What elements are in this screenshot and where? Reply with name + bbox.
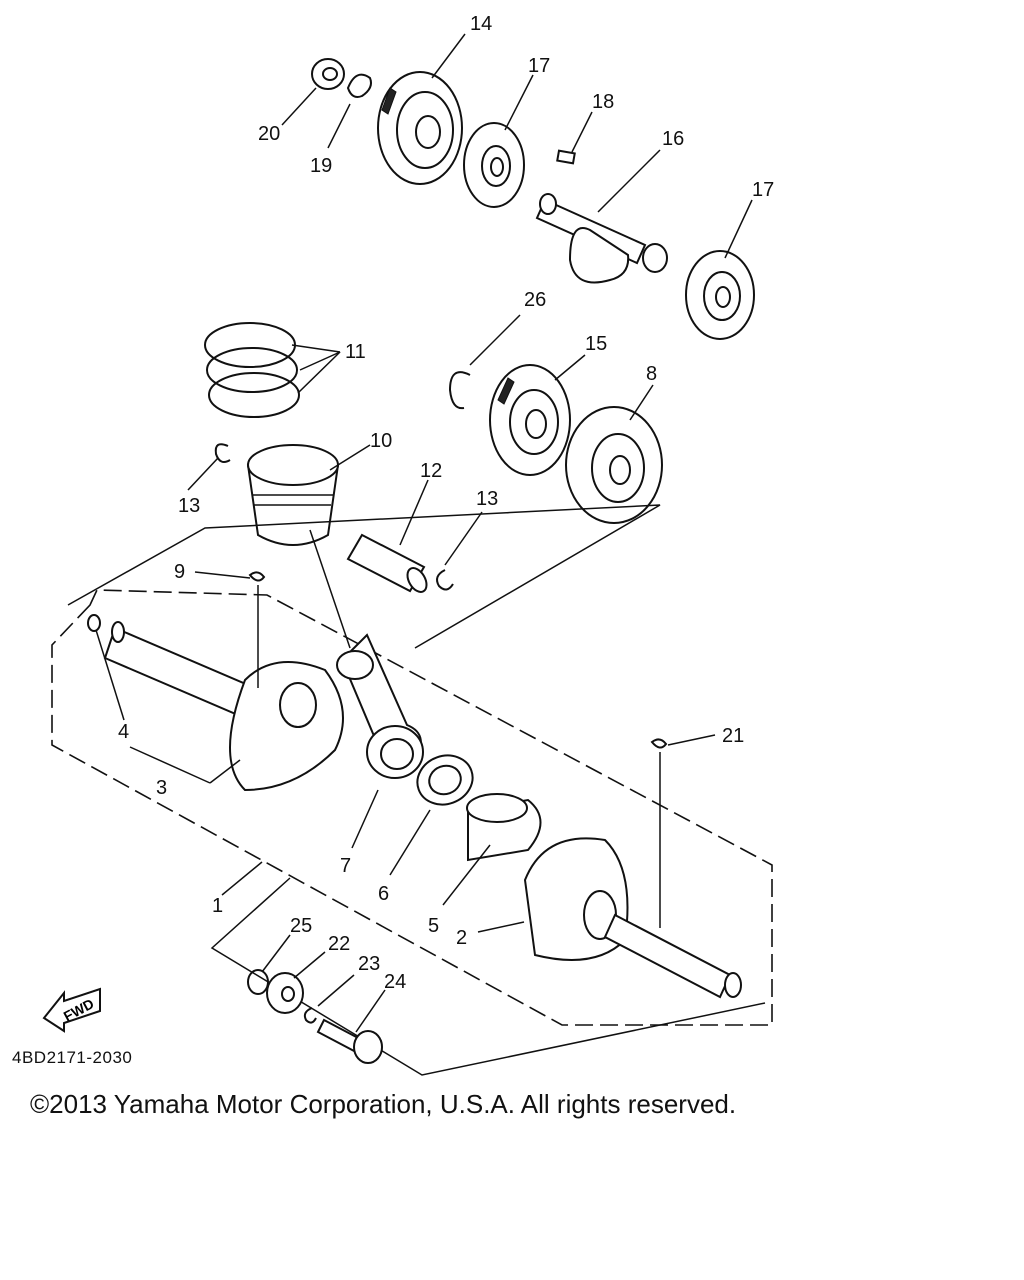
callout-13: 13 [178, 495, 200, 517]
leader-lines [95, 33, 753, 1033]
part-5-crank-pin [466, 793, 542, 862]
callout-4: 4 [118, 721, 129, 743]
callout-2: 2 [456, 927, 467, 949]
part-18-key [556, 149, 576, 165]
fwd-arrow-icon: FWD [42, 987, 101, 1033]
callout-9: 9 [174, 561, 185, 583]
part-21-key [650, 738, 668, 749]
part-2-crank-right [523, 837, 742, 999]
part-17-bearing-upper [463, 122, 525, 208]
callout-25: 25 [290, 915, 312, 937]
part-26-circlip [448, 371, 471, 410]
part-17-bearing-lower [685, 250, 755, 340]
callout-17: 17 [528, 55, 550, 77]
callout-10: 10 [370, 430, 392, 452]
callout-18: 18 [592, 91, 614, 113]
callout-5: 5 [428, 915, 439, 937]
callout-labels: 14 17 18 16 17 20 19 11 10 13 12 13 26 1… [118, 13, 774, 993]
part-25-o-ring [247, 969, 269, 995]
part-4-plug [87, 614, 101, 632]
callout-23: 23 [358, 953, 380, 975]
callout-19: 19 [310, 155, 332, 177]
callout-22: 22 [328, 933, 350, 955]
part-24-bolt [316, 1018, 383, 1064]
callout-26: 26 [524, 289, 546, 311]
part-3-crank-left [103, 621, 344, 792]
part-7-connecting-rod [336, 633, 424, 779]
part-19-lock-washer [346, 73, 372, 98]
callout-3: 3 [156, 777, 167, 799]
callout-16: 16 [662, 128, 684, 150]
callout-21: 21 [722, 725, 744, 747]
part-15-balancer-gear [377, 71, 463, 185]
callout-11: 11 [345, 341, 366, 363]
callout-24: 24 [384, 971, 406, 993]
parts-exploded-diagram: FWD 14 [42, 13, 774, 1076]
part-12-piston-pin [346, 533, 428, 593]
group-outline-hardware [210, 877, 766, 1076]
callout-7: 7 [340, 855, 351, 877]
callout-14: 15 [585, 333, 607, 355]
callout-1: 1 [212, 895, 223, 917]
callout-15: 14 [470, 13, 492, 35]
callout-12: 12 [420, 460, 442, 482]
part-8-bearing [565, 406, 663, 524]
part-10-piston [246, 444, 340, 546]
part-13-circlip-right [436, 569, 454, 591]
callout-13-b: 13 [476, 488, 498, 510]
group-outline-crankshaft [51, 589, 773, 1026]
callout-17-b: 17 [752, 179, 774, 201]
copyright-notice: ©2013 Yamaha Motor Corporation, U.S.A. A… [30, 1089, 737, 1119]
part-16-balancer-shaft [535, 193, 668, 284]
part-22-washer [266, 972, 304, 1014]
callout-8: 8 [646, 363, 657, 385]
part-23-circlip [303, 1007, 317, 1024]
part-13-circlip-left [214, 443, 231, 463]
part-6-needle-bearing [416, 754, 474, 806]
callout-6: 6 [378, 883, 389, 905]
diagram-code: 4BD2171-2030 [12, 1048, 133, 1067]
group-outline-piston [67, 504, 661, 649]
part-9-key [248, 571, 266, 582]
callout-20: 20 [258, 123, 280, 145]
part-11-piston-rings [204, 322, 300, 418]
part-14-drive-gear [489, 364, 571, 476]
part-20-nut [311, 58, 345, 90]
